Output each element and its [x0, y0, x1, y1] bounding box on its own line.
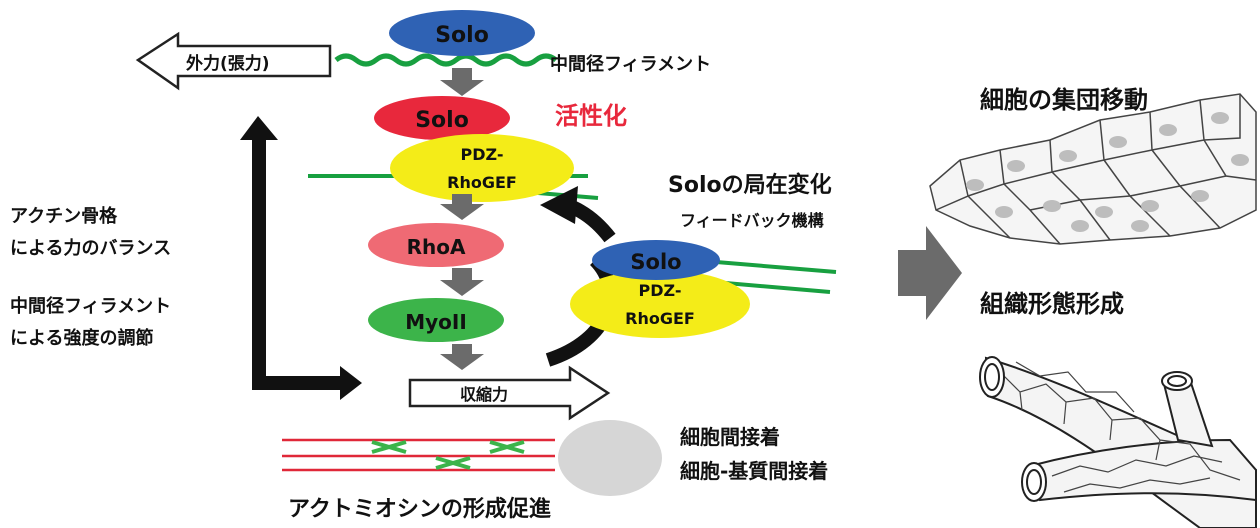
pdz-side-label-2: RhoGEF	[625, 309, 695, 328]
down-arrow-icon	[440, 194, 484, 220]
pdz-rhogef-node	[390, 134, 574, 202]
feedback-mechanism-label: フィードバック機構	[680, 211, 824, 230]
tissue-tube-illustration	[979, 356, 1257, 528]
actomyosin-label: アクトミオシンの形成促進	[288, 497, 551, 522]
balance-feedback-arrow	[240, 116, 362, 400]
pdz-side-label-1: PDZ-	[639, 281, 682, 300]
solo-top-node	[389, 10, 535, 56]
solo-active-label: Solo	[415, 108, 469, 133]
contractile-force-label: 収縮力	[460, 385, 508, 404]
down-arrow-icon	[440, 344, 484, 370]
myosin-icon	[371, 440, 525, 470]
activation-label: 活性化	[555, 102, 627, 130]
if-strength-label-2: による強度の調節	[10, 327, 153, 349]
adhesion-shape	[558, 420, 662, 496]
cell-matrix-adhesion-label: 細胞-基質間接着	[680, 459, 828, 483]
external-force-label: 外力(張力)	[186, 53, 270, 74]
down-arrow-icon	[440, 268, 484, 296]
solo-side-node	[592, 240, 720, 280]
collective-migration-label: 細胞の集団移動	[980, 86, 1148, 114]
down-arrow-icon	[440, 68, 484, 96]
myoii-node	[368, 298, 504, 342]
external-force-arrow	[135, 31, 332, 91]
contractile-force-arrow	[408, 365, 611, 421]
pdz-rhogef-label-2: RhoGEF	[447, 173, 517, 192]
cell-migration-illustration	[929, 93, 1257, 245]
myoii-label: MyoII	[405, 310, 467, 334]
tissue-morphogenesis-label: 組織形態形成	[980, 290, 1124, 318]
rhoa-node	[368, 223, 504, 267]
actin-balance-label-1: アクチン骨格	[10, 205, 118, 227]
pdz-rhogef-side-node	[570, 270, 750, 338]
intermediate-filament-line	[334, 53, 558, 67]
result-arrow-icon	[898, 226, 962, 320]
intermediate-filament-label: 中間径フィラメント	[550, 53, 711, 75]
actomyosin-bundle	[282, 438, 555, 472]
solo-active-node	[374, 96, 510, 140]
feedback-loop-arrow	[540, 186, 617, 367]
actin-balance-label-2: による力のバランス	[10, 238, 171, 259]
localization-change-label: Soloの局在変化	[668, 172, 832, 198]
cell-cell-adhesion-label: 細胞間接着	[680, 425, 780, 449]
solo-side-label: Solo	[630, 250, 681, 274]
if-strength-label-1: 中間径フィラメント	[10, 295, 171, 317]
solo-top-label: Solo	[435, 23, 489, 48]
rhoa-label: RhoA	[407, 235, 466, 259]
pdz-rhogef-label-1: PDZ-	[461, 145, 504, 164]
